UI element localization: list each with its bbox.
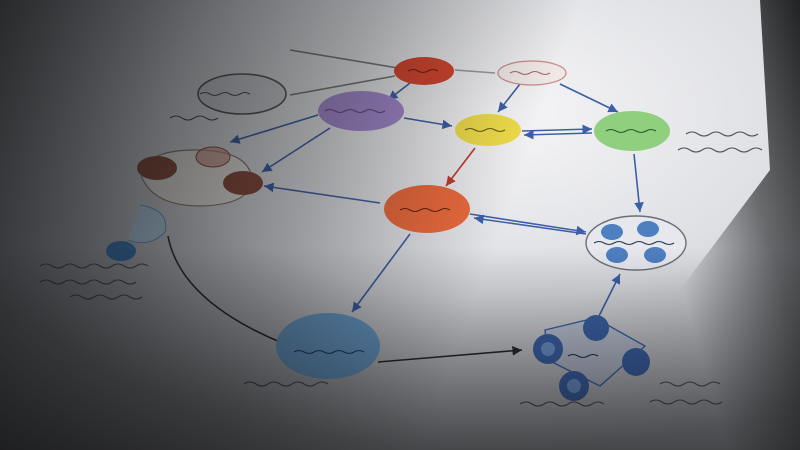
shadow-bottom — [0, 0, 800, 450]
photo-scene — [0, 0, 800, 450]
paper-sheet — [0, 0, 800, 450]
